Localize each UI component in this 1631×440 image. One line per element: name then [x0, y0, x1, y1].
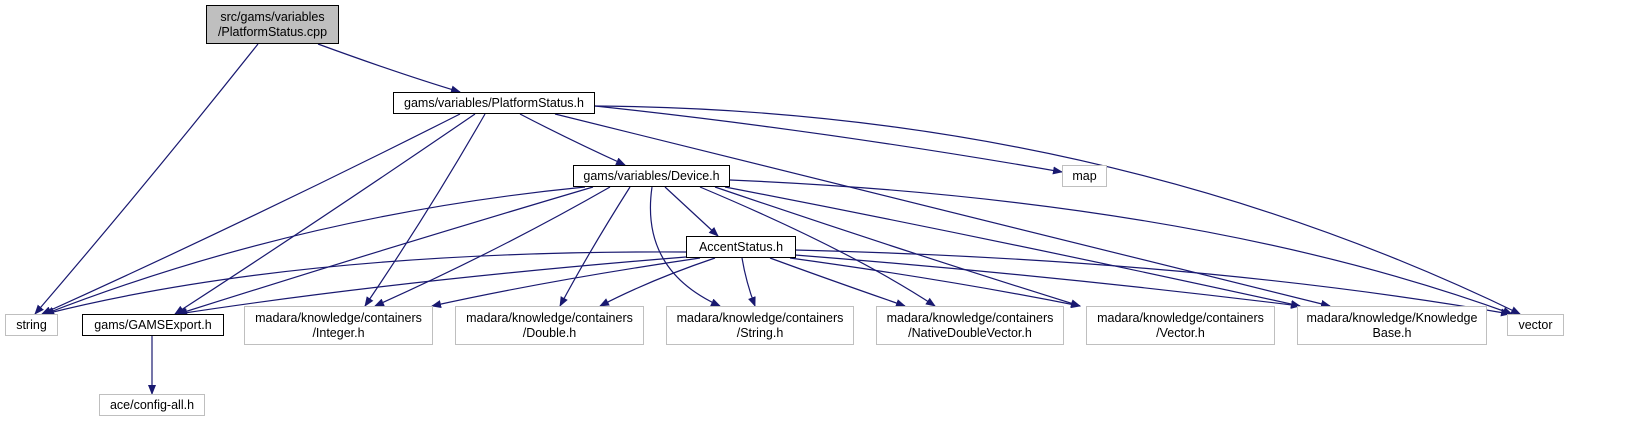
node-string-h: madara/knowledge/containers /String.h [666, 306, 854, 345]
node-map: map [1062, 165, 1107, 187]
edge-accent_h-to-double_h [599, 257, 716, 307]
edge-platform_cpp-to-platform_h [317, 43, 461, 94]
node-device-h[interactable]: gams/variables/Device.h [573, 165, 730, 187]
edge-device_h-to-kb_h [724, 186, 1301, 308]
edge-accent_h-to-integer_h [431, 257, 701, 308]
edge-device_h-to-accent_h [664, 186, 719, 237]
edge-device_h-to-vector_h [714, 186, 1081, 308]
node-accentstatus-h[interactable]: AccentStatus.h [686, 236, 796, 258]
edge-platform_h-to-device_h [519, 113, 626, 166]
node-nativedoublevector-h: madara/knowledge/containers /NativeDoubl… [876, 306, 1064, 345]
edge-platform_h-to-vector [594, 105, 1521, 315]
edge-platform_h-to-string [41, 113, 461, 315]
node-vector-h: madara/knowledge/containers /Vector.h [1086, 306, 1275, 345]
edge-accent_h-to-string [44, 251, 687, 316]
edge-platform_h-to-gamsexport_h [174, 113, 476, 315]
edge-platform_cpp-to-string [34, 43, 259, 315]
node-platformstatus-h[interactable]: gams/variables/PlatformStatus.h [393, 92, 595, 114]
edge-device_h-to-vector [729, 179, 1513, 315]
node-integer-h: madara/knowledge/containers /Integer.h [244, 306, 433, 345]
edge-device_h-to-integer_h [374, 186, 611, 307]
node-double-h: madara/knowledge/containers /Double.h [455, 306, 644, 345]
node-ace-config-all-h: ace/config-all.h [99, 394, 205, 416]
edge-accent_h-to-vector [794, 249, 1511, 317]
edge-device_h-to-string_h [649, 186, 721, 307]
edge-platform_h-to-integer_h [364, 113, 486, 307]
node-knowledgebase-h: madara/knowledge/Knowledge Base.h [1297, 306, 1487, 345]
edge-device_h-to-gamsexport_h [177, 186, 594, 316]
edge-device_h-to-ndv_h [699, 186, 936, 307]
edge-accent_h-to-kb_h [794, 254, 1301, 309]
edge-platform_h-to-kb_h [554, 113, 1331, 308]
edge-device_h-to-double_h [559, 186, 631, 307]
node-platformstatus-cpp: src/gams/variables /PlatformStatus.cpp [206, 5, 339, 44]
node-vector: vector [1507, 314, 1564, 336]
edge-accent_h-to-ndv_h [769, 257, 906, 307]
edge-accent_h-to-vector_h [789, 257, 1081, 309]
edge-platform_h-to-map [594, 105, 1063, 175]
node-gamsexport-h[interactable]: gams/GAMSExport.h [82, 314, 224, 336]
edge-accent_h-to-string_h [741, 257, 756, 307]
edge-accent_h-to-gamsexport_h [177, 256, 687, 317]
edge-device_h-to-string [44, 186, 586, 315]
node-string: string [5, 314, 58, 336]
